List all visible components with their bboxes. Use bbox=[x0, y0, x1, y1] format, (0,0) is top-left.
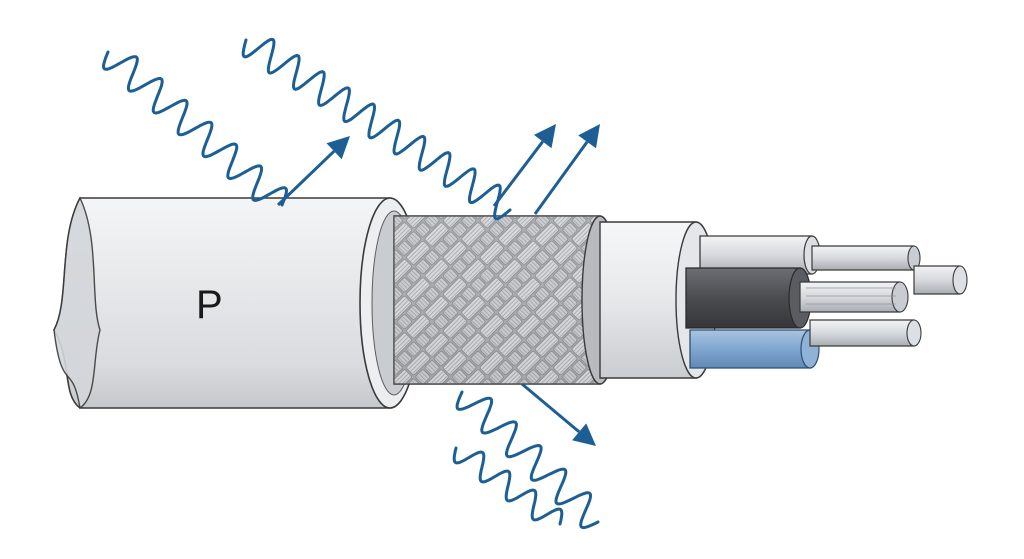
reflected-arrow-left bbox=[276, 136, 350, 207]
reflected-arrow-right bbox=[533, 124, 600, 215]
reflection-arrows bbox=[276, 124, 600, 446]
incoming-wave-left bbox=[101, 50, 289, 207]
incoming-wave-bottom-right bbox=[455, 390, 600, 530]
braided-shield bbox=[393, 215, 619, 385]
reflected-arrow-bottom bbox=[521, 382, 596, 446]
incoming-wave-middle bbox=[241, 37, 512, 221]
stranded-core-end bbox=[891, 281, 909, 313]
conductor-blue bbox=[689, 319, 922, 369]
interference-waves bbox=[101, 37, 600, 530]
conductor-black bbox=[685, 267, 909, 329]
incoming-wave-bottom-left bbox=[452, 446, 564, 526]
reflected-arrow-middle bbox=[492, 124, 556, 207]
jacket-label-p: P bbox=[196, 283, 223, 327]
outer-jacket: P bbox=[53, 196, 421, 410]
conductor-grey bbox=[699, 235, 968, 295]
jacket-cut-end bbox=[53, 196, 101, 410]
